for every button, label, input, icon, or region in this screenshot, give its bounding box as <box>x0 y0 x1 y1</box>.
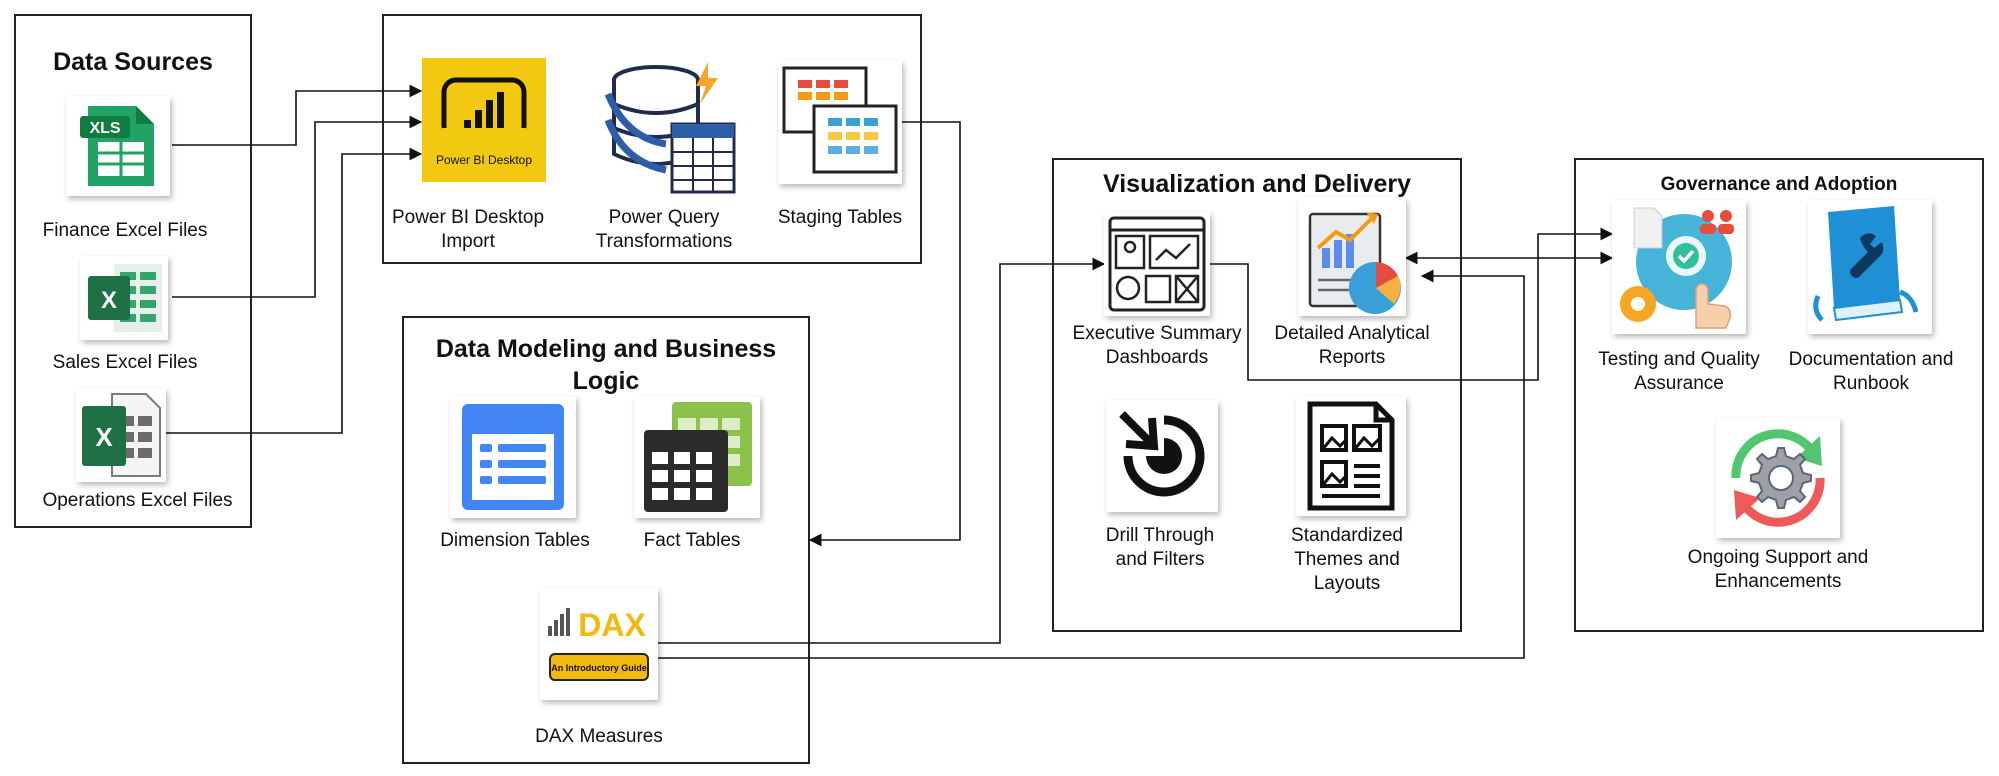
documentation-runbook-label: Documentation and Runbook <box>1788 349 1954 394</box>
power-bi-badge-text: Power BI Desktop <box>436 153 532 167</box>
xls-badge-text: XLS <box>89 120 120 137</box>
testing-quality-label: Testing and Quality Assurance <box>1598 349 1760 394</box>
staging-tables-icon <box>778 60 902 184</box>
dimension-tables-label: Dimension Tables <box>440 530 590 551</box>
dimension-tables-icon <box>450 396 576 518</box>
fact-tables-icon <box>634 396 760 518</box>
fact-tables-label: Fact Tables <box>643 530 741 551</box>
dax-measures-label: DAX Measures <box>535 726 663 747</box>
panel-title-modeling: Data Modeling and Business Logic <box>435 335 777 395</box>
excel-x-letter: X <box>95 422 113 452</box>
panel-title-visualization: Visualization and Delivery <box>1103 170 1411 198</box>
power-query-label: Power Query Transformations <box>595 207 733 252</box>
analytical-reports-icon <box>1298 198 1406 316</box>
dax-guide-text: An Introductory Guide <box>551 663 647 673</box>
operations-excel-label: Operations Excel Files <box>42 490 233 511</box>
power-bi-import-label: Power BI Desktop Import <box>391 207 545 252</box>
panel-title-data-sources: Data Sources <box>53 48 213 76</box>
power-bi-desktop-icon: Power BI Desktop <box>422 58 546 182</box>
drill-through-label: Drill Through and Filters <box>1105 525 1215 570</box>
themes-layouts-label: Standardized Themes and Layouts <box>1291 525 1403 594</box>
power-query-icon <box>604 60 738 196</box>
sales-excel-icon: X <box>80 256 168 340</box>
drill-through-icon <box>1106 400 1218 512</box>
executive-dashboard-label: Executive Summary Dashboards <box>1072 323 1242 368</box>
themes-layouts-icon <box>1296 396 1406 516</box>
finance-excel-icon: XLS <box>66 96 170 196</box>
excel-x-letter: X <box>101 287 117 314</box>
testing-quality-icon <box>1612 200 1746 334</box>
dax-guide-icon: DAX An Introductory Guide <box>540 588 658 700</box>
ongoing-support-label: Ongoing Support and Enhancements <box>1687 547 1869 592</box>
documentation-runbook-icon <box>1808 200 1932 334</box>
dax-word: DAX <box>578 607 646 643</box>
finance-excel-label: Finance Excel Files <box>42 220 208 241</box>
operations-excel-icon: X <box>76 388 166 482</box>
panel-title-governance: Governance and Adoption <box>1660 174 1898 195</box>
ongoing-support-icon <box>1716 418 1840 538</box>
staging-tables-label: Staging Tables <box>777 207 903 228</box>
analytical-reports-label: Detailed Analytical Reports <box>1274 323 1430 368</box>
executive-dashboard-icon <box>1104 212 1210 316</box>
sales-excel-label: Sales Excel Files <box>52 352 198 373</box>
